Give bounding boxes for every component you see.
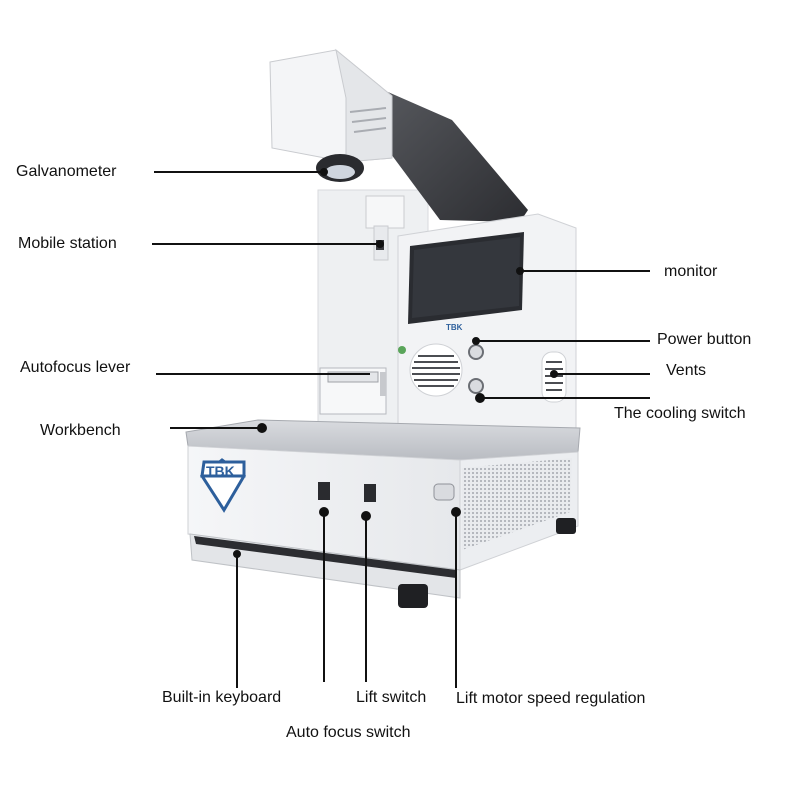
label-lift-switch: Lift switch bbox=[356, 689, 427, 706]
foot-front bbox=[398, 584, 428, 608]
label-power-button: Power button bbox=[657, 331, 752, 348]
label-galvanometer: Galvanometer bbox=[16, 163, 117, 180]
label-lift-motor-speed: Lift motor speed regulation bbox=[456, 690, 646, 707]
label-builtin-keyboard: Built-in keyboard bbox=[162, 689, 282, 706]
lift-motor-knob[interactable] bbox=[433, 483, 455, 501]
galvo-arm bbox=[388, 92, 528, 222]
label-cooling-switch: The cooling switch bbox=[614, 405, 746, 422]
label-monitor: monitor bbox=[664, 263, 718, 280]
label-mobile-station: Mobile station bbox=[18, 235, 117, 252]
label-vents: Vents bbox=[666, 362, 707, 379]
tbk-logo-text: TBK bbox=[206, 463, 235, 479]
vent-left bbox=[409, 343, 463, 397]
leader-lines bbox=[152, 168, 650, 688]
foot-right-back bbox=[556, 518, 576, 534]
auto-focus-switch-toggle[interactable] bbox=[318, 482, 330, 500]
tbk-logo: TBK bbox=[200, 458, 246, 513]
label-autofocus-lever: Autofocus lever bbox=[20, 359, 131, 376]
cooling-switch[interactable] bbox=[468, 378, 484, 394]
svg-text:TBK: TBK bbox=[446, 323, 463, 332]
power-button[interactable] bbox=[468, 344, 484, 360]
mobile-station bbox=[365, 195, 405, 229]
label-auto-focus-switch: Auto focus switch bbox=[286, 724, 411, 741]
lift-switch-toggle[interactable] bbox=[364, 484, 376, 502]
label-workbench: Workbench bbox=[40, 422, 121, 439]
